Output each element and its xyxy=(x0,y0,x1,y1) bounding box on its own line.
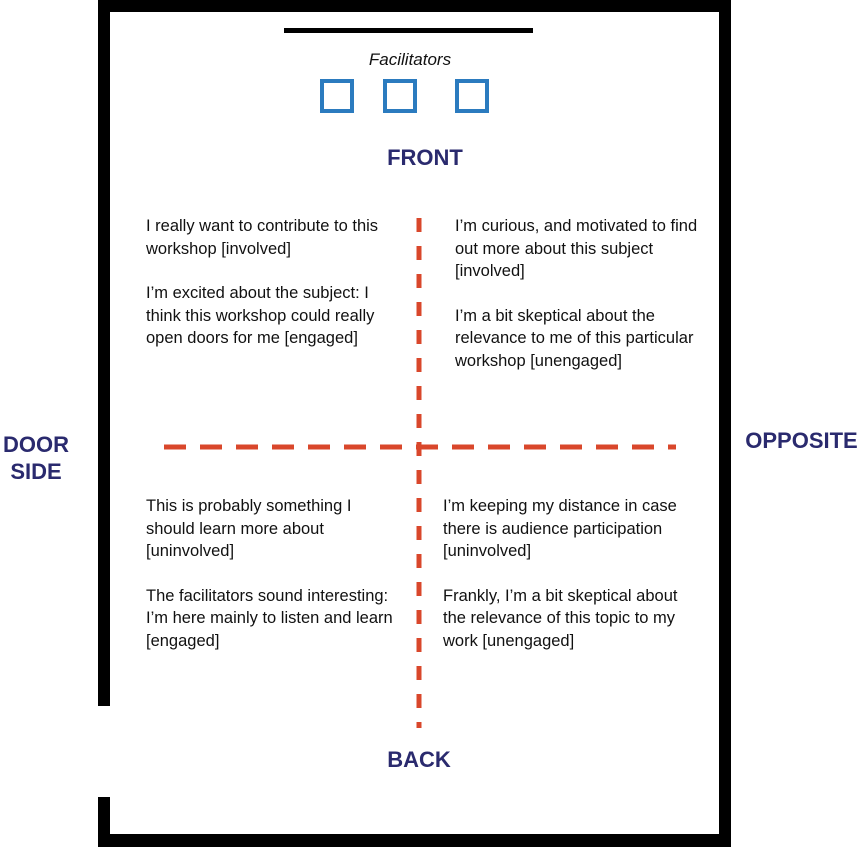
direction-back: BACK xyxy=(387,747,451,772)
facilitator-seat xyxy=(383,79,417,113)
direction-door-side: DOOR SIDE xyxy=(3,432,69,484)
quadrant-top-right: I’m curious, and motivated to find out m… xyxy=(455,215,705,394)
room-wall-right xyxy=(719,0,731,847)
quadrant-top-left: I really want to contribute to this work… xyxy=(146,215,401,372)
room-wall-left-upper xyxy=(98,0,110,706)
direction-front: FRONT xyxy=(387,145,463,170)
statement: I’m excited about the subject: I think t… xyxy=(146,284,375,347)
statement: I’m a bit skeptical about the relevance … xyxy=(455,306,694,370)
statement: I’m curious, and motivated to find out m… xyxy=(455,217,698,280)
room-wall-top xyxy=(98,0,731,12)
direction-opposite: OPPOSITE xyxy=(745,428,858,453)
room-wall-left-lower xyxy=(98,797,110,847)
facilitators-label: Facilitators xyxy=(368,50,452,69)
front-board xyxy=(284,28,533,33)
facilitator-seat xyxy=(320,79,354,113)
quadrant-bottom-left: This is probably something I should lear… xyxy=(146,495,396,674)
statement: Frankly, I’m a bit skeptical about the r… xyxy=(443,586,678,650)
statement: I really want to contribute to this work… xyxy=(146,217,379,258)
statement: I’m keeping my distance in case there is… xyxy=(443,497,677,560)
room-wall-bottom xyxy=(98,834,731,847)
statement: This is probably something I should lear… xyxy=(146,497,352,560)
quadrant-bottom-right: I’m keeping my distance in case there is… xyxy=(443,495,698,674)
facilitator-seat xyxy=(455,79,489,113)
statement: The facilitators sound interesting: I’m … xyxy=(146,586,393,650)
